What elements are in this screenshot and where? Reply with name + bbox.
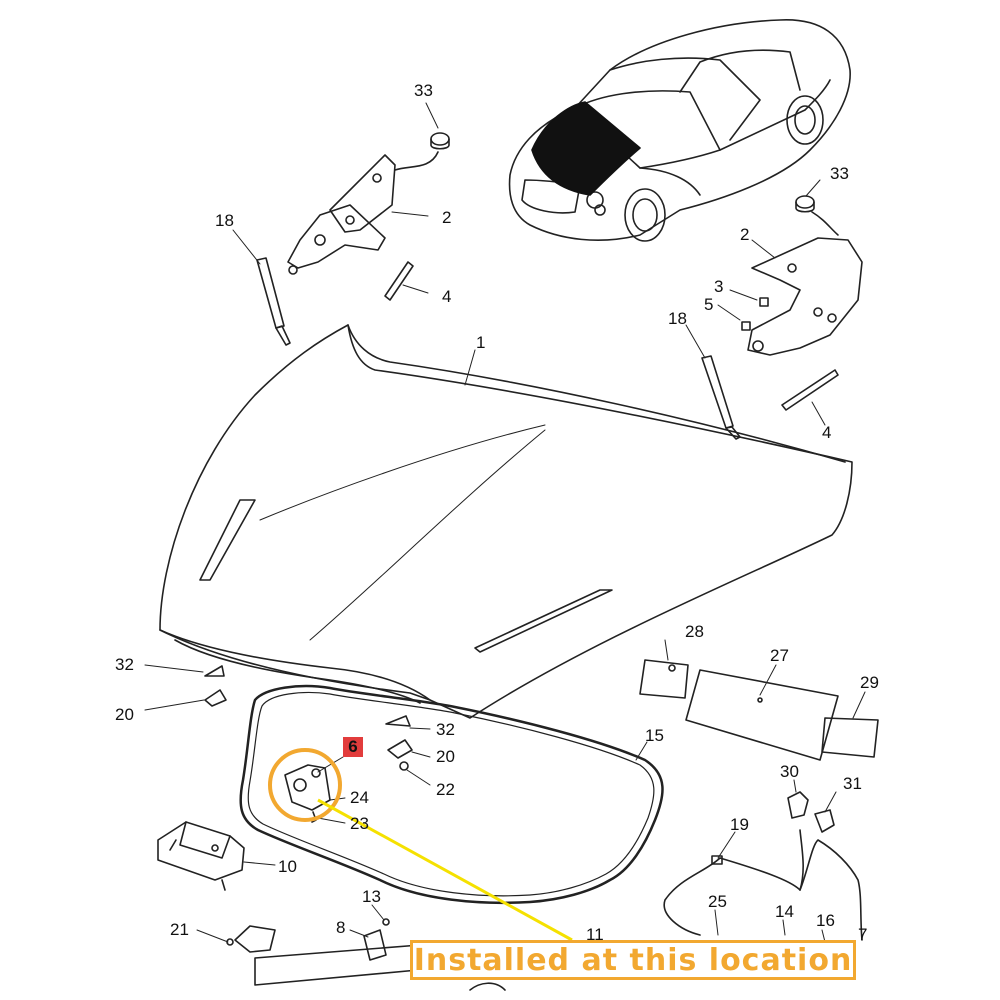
bonnet [159, 324, 853, 719]
label-1: 1 [476, 333, 485, 352]
label-22: 22 [436, 780, 455, 799]
label-13: 13 [362, 887, 381, 906]
highlighted-part-label: 6 [343, 737, 363, 757]
sound-pads [639, 659, 879, 761]
label-18: 18 [215, 211, 234, 230]
label-7: 7 [858, 925, 867, 944]
label-30: 30 [780, 762, 799, 781]
label-32: 32 [436, 720, 455, 739]
car-illustration [508, 19, 851, 242]
highlight-ring [268, 748, 342, 822]
seal [239, 684, 664, 905]
label-5: 5 [704, 295, 713, 314]
pointer-line [317, 798, 573, 942]
lock-assembly [157, 821, 245, 891]
label-15: 15 [645, 726, 664, 745]
label-19: 19 [730, 815, 749, 834]
label-28: 28 [685, 622, 704, 641]
label-14: 14 [775, 902, 794, 921]
label-4: 4 [442, 287, 451, 306]
leader-lines [144, 102, 866, 943]
label-10: 10 [278, 857, 297, 876]
label-2: 2 [740, 225, 749, 244]
gas-struts [256, 257, 839, 440]
label-20: 20 [436, 747, 455, 766]
label-33: 33 [414, 81, 433, 100]
label-21: 21 [170, 920, 189, 939]
hinge-left [287, 132, 450, 275]
label-29: 29 [860, 673, 879, 692]
label-16: 16 [816, 911, 835, 930]
label-4: 4 [822, 423, 831, 442]
label-11: 11 [586, 925, 604, 944]
label-25: 25 [708, 892, 727, 911]
label-3: 3 [714, 277, 723, 296]
label-27: 27 [770, 646, 789, 665]
label-18: 18 [668, 309, 687, 328]
label-2: 2 [442, 208, 451, 227]
label-31: 31 [843, 774, 862, 793]
label-23: 23 [350, 814, 369, 833]
installed-location-callout: Installed at this location [410, 940, 856, 980]
label-8: 8 [336, 918, 345, 937]
part-labels: 1 2 4 33 18 33 2 3 5 18 4 28 27 29 15 32… [115, 81, 879, 944]
hinge-right [741, 195, 863, 356]
label-33: 33 [830, 164, 849, 183]
label-32: 32 [115, 655, 134, 674]
label-20: 20 [115, 705, 134, 724]
clips [204, 665, 413, 771]
label-24: 24 [350, 788, 369, 807]
release-cable [663, 791, 863, 941]
